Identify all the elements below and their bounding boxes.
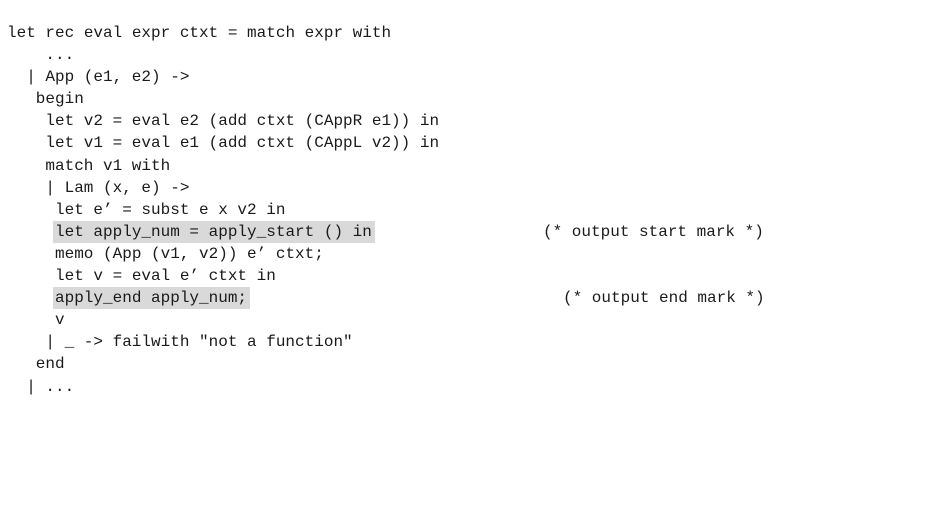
code-line: let v1 = eval e1 (add ctxt (CAppL v2)) i… (7, 132, 932, 154)
code-line-text: | ... (26, 377, 75, 396)
code-line: | App (e1, e2) -> (7, 66, 932, 88)
code-line: let e’ = subst e x v2 in (7, 199, 932, 221)
code-line: let rec eval expr ctxt = match expr with (7, 22, 932, 44)
code-line-highlighted: apply_end apply_num; (* output end mark … (7, 287, 932, 310)
code-line-text: v (55, 311, 65, 330)
code-comment: (* output end mark *) (563, 289, 765, 308)
code-line-text: match v1 with (45, 156, 171, 175)
code-line: | Lam (x, e) -> (7, 177, 932, 199)
code-line: begin (7, 88, 932, 110)
code-line-text: end (35, 355, 65, 374)
code-listing: let rec eval expr ctxt = match expr with… (7, 22, 932, 398)
code-line: end (7, 353, 932, 375)
code-line: v (7, 309, 932, 331)
code-line-text: let v2 = eval e2 (add ctxt (CAppR e1)) i… (45, 112, 440, 131)
code-line: let v2 = eval e2 (add ctxt (CAppR e1)) i… (7, 110, 932, 132)
code-line-text: begin (35, 90, 84, 109)
code-line: ... (7, 44, 932, 66)
code-line-text: | _ -> failwith "not a function" (45, 333, 353, 352)
code-line: match v1 with (7, 155, 932, 177)
code-line-text: let v1 = eval e1 (add ctxt (CAppL v2)) i… (45, 134, 440, 153)
code-line-text: | App (e1, e2) -> (26, 68, 190, 87)
code-line: | _ -> failwith "not a function" (7, 331, 932, 353)
code-comment: (* output start mark *) (543, 222, 764, 241)
code-line: memo (App (v1, v2)) e’ ctxt; (7, 243, 932, 265)
code-line-text: | Lam (x, e) -> (45, 178, 190, 197)
code-line-text: apply_end apply_num; (53, 287, 251, 310)
code-line-text: memo (App (v1, v2)) e’ ctxt; (55, 244, 324, 263)
code-line-text: let rec eval expr ctxt = match expr with (7, 24, 392, 42)
code-line-text: let e’ = subst e x v2 in (55, 200, 286, 219)
code-line: let v = eval e’ ctxt in (7, 265, 932, 287)
code-line-text: let apply_num = apply_start () in (53, 220, 375, 243)
code-line-text: let v = eval e’ ctxt in (55, 267, 276, 286)
code-line: | ... (7, 376, 932, 398)
code-line-text: ... (45, 46, 75, 65)
code-line-highlighted: let apply_num = apply_start () in (* out… (7, 220, 932, 243)
